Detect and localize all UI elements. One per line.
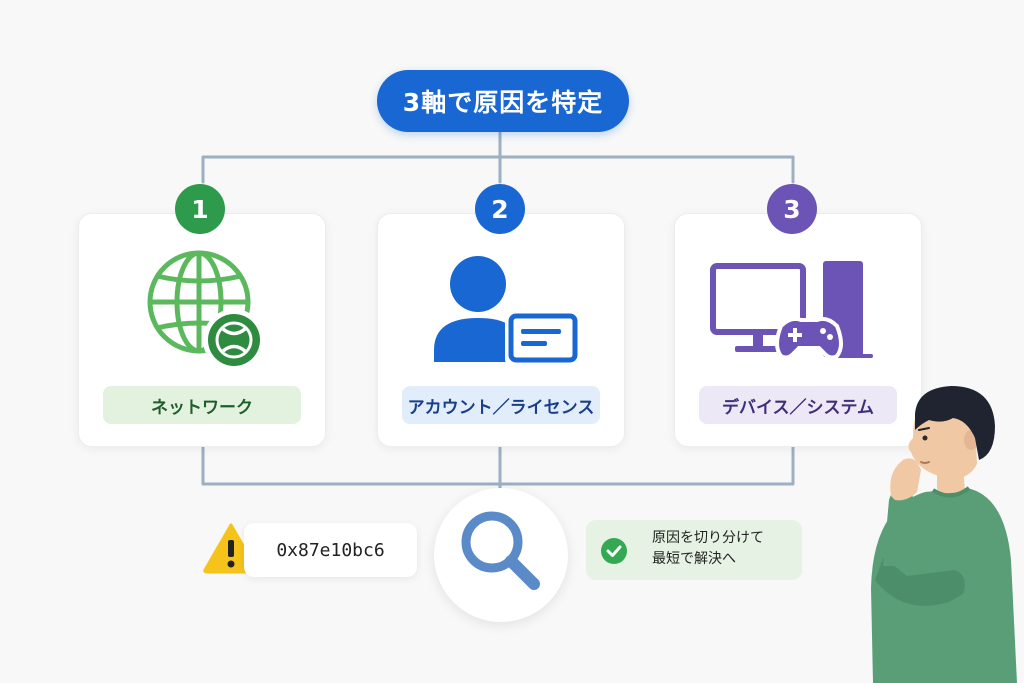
card-label-device: デバイス／システム	[699, 386, 897, 424]
globe-with-xbox-icon	[147, 250, 265, 371]
solution-note: 原因を切り分けて 最短で解決へ	[586, 520, 802, 580]
note-line-1: 原因を切り分けて	[652, 530, 764, 546]
search-circle	[434, 488, 568, 622]
card-network: ネットワーク	[78, 213, 326, 447]
note-line-2: 最短で解決へ	[652, 551, 736, 567]
step-badge-3: 3	[767, 184, 817, 234]
magnifier-icon	[461, 511, 540, 590]
note-text: 原因を切り分けて 最短で解決へ	[652, 528, 764, 570]
card-label-network: ネットワーク	[103, 386, 301, 424]
error-code-text: 0x87e10bc6	[276, 539, 385, 561]
thinking-person-illustration	[871, 386, 1017, 683]
card-device: デバイス／システム	[674, 213, 922, 447]
card-account: アカウント／ライセンス	[377, 213, 625, 447]
title-pill: 3軸で原因を特定	[377, 70, 629, 132]
card-label-account: アカウント／ライセンス	[402, 386, 600, 424]
check-circle-icon	[601, 538, 627, 564]
monitor-console-controller-icon	[710, 261, 873, 360]
step-badge-2: 2	[475, 184, 525, 234]
error-code-box: 0x87e10bc6	[244, 523, 417, 577]
step-badge-1: 1	[175, 184, 225, 234]
user-with-license-card-icon	[434, 256, 581, 366]
